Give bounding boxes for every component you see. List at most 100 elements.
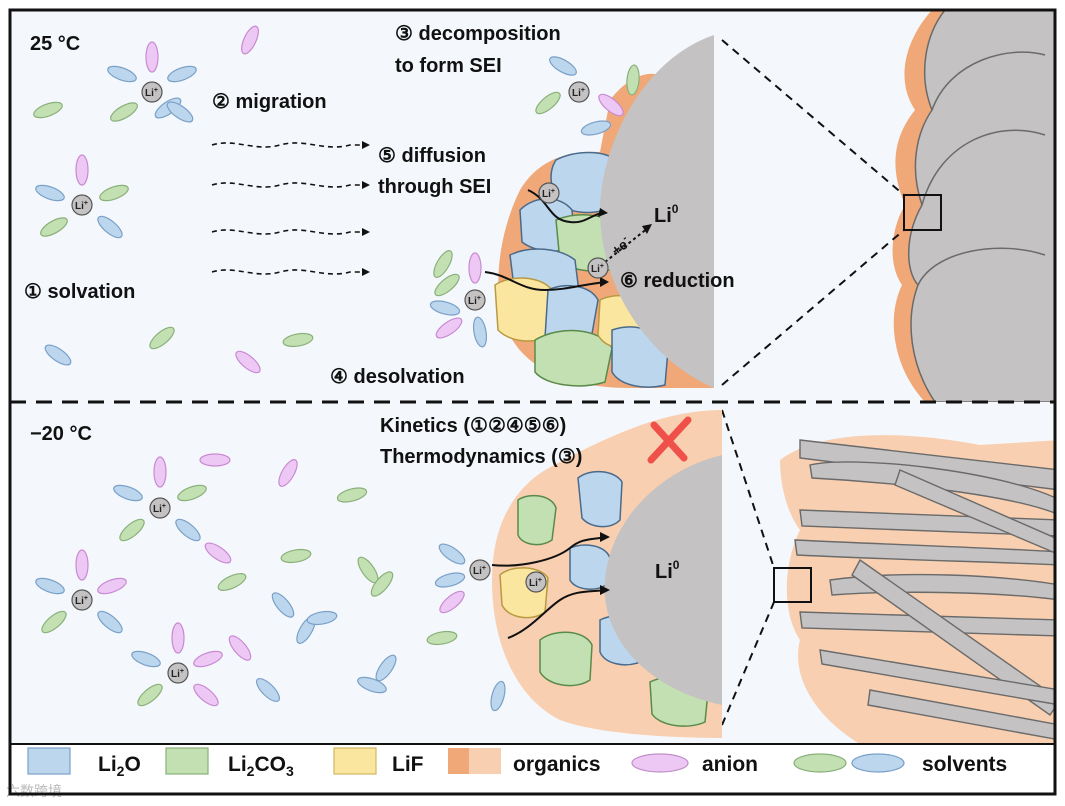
anion-molecule: [435, 317, 463, 339]
solvent-molecule: [280, 548, 312, 564]
top-zoom-box: [903, 194, 942, 231]
li-ion: Li+: [568, 81, 590, 103]
svg-text:Li+: Li+: [145, 87, 158, 99]
solvent-molecule: [175, 518, 201, 542]
solvent-molecule: [40, 217, 68, 237]
legend-label-solvents: solvents: [922, 753, 1007, 776]
solvent-molecule: [255, 677, 281, 703]
legend-swatch-li2co3: [165, 747, 209, 775]
solvent-molecule: [167, 65, 197, 83]
solvent-molecule: [99, 184, 129, 202]
label-reduction: ⑥ reduction: [620, 270, 735, 292]
svg-text:Li+: Li+: [153, 503, 166, 515]
li-ion: Li+: [71, 589, 93, 611]
li-ion: Li+: [149, 497, 171, 519]
solvent-molecule: [370, 571, 394, 597]
legend-swatch-solvent-green: [793, 753, 847, 773]
label-kinetics: Kinetics (①②④⑤⑥): [380, 415, 566, 437]
legend-swatch-lif: [333, 747, 377, 775]
li-ion: Li+: [587, 257, 609, 279]
label-decomposition: ③ decomposition: [395, 23, 561, 45]
legend-label-organics: organics: [513, 753, 601, 776]
solvent-molecule: [131, 650, 161, 668]
solvent-molecule: [535, 91, 561, 115]
legend-swatch-li2o: [27, 747, 71, 775]
solvent-molecule: [149, 326, 175, 350]
svg-text:Li+: Li+: [473, 565, 486, 577]
solvent-molecule: [33, 101, 63, 119]
li-ion: Li+: [464, 289, 486, 311]
solvent-molecule: [472, 316, 488, 348]
anion-molecule: [439, 590, 465, 614]
ions-layer: Li+Li+Li+Li+Li+Li+Li+Li+Li+Li+Li+: [71, 81, 609, 684]
anion-molecule: [468, 252, 482, 284]
bottom-li-metal-label: Li0: [655, 558, 680, 583]
solvent-molecule: [433, 250, 453, 278]
svg-text:Li+: Li+: [468, 295, 481, 307]
li-ion: Li+: [525, 571, 547, 593]
legend-swatch-organics-dark: [448, 748, 469, 774]
solvent-molecule: [110, 102, 138, 122]
svg-text:Li+: Li+: [591, 263, 604, 275]
anion-molecule: [241, 25, 259, 55]
solvent-molecule: [107, 65, 137, 83]
svg-text:Li+: Li+: [529, 577, 542, 589]
solvent-molecule: [426, 630, 458, 646]
label-solvation: ① solvation: [24, 281, 135, 303]
solvent-molecule: [438, 543, 466, 565]
solvent-molecule: [113, 484, 143, 502]
legend-label-lif: LiF: [392, 753, 424, 776]
fail-cross-icon: [647, 416, 692, 464]
anion-molecule: [75, 549, 89, 581]
li-ion: Li+: [71, 194, 93, 216]
solvent-molecule: [217, 573, 247, 591]
svg-text:Li+: Li+: [171, 668, 184, 680]
svg-text:Li+: Li+: [572, 87, 585, 99]
anion-molecule: [193, 650, 223, 668]
top-panel: [211, 10, 1055, 402]
solvent-molecule: [549, 56, 577, 76]
legend-label-li2o: Li2O: [98, 753, 141, 779]
solvent-molecule: [166, 101, 194, 123]
anion-molecule: [228, 635, 252, 661]
solvent-molecule: [137, 683, 163, 707]
anion-molecule: [598, 93, 624, 117]
solvent-molecule: [336, 487, 368, 503]
anion-molecule: [145, 41, 159, 73]
solvent-molecule: [490, 680, 506, 712]
legend-swatch-solvent-blue: [851, 753, 905, 773]
solvent-molecule: [44, 344, 72, 366]
electron-label: +e-: [608, 233, 634, 258]
legend-swatch-anion: [631, 753, 689, 773]
li-ion: Li+: [141, 81, 163, 103]
solvent-molecule: [282, 332, 314, 348]
solvent-molecule: [97, 215, 123, 239]
solvent-molecule: [97, 610, 123, 634]
solvent-molecule: [580, 120, 612, 136]
svg-text:Li+: Li+: [75, 200, 88, 212]
watermark: 六数跨境: [6, 783, 62, 799]
solvent-molecule: [41, 610, 67, 634]
label-through-sei: through SEI: [378, 176, 491, 198]
legend: [27, 747, 905, 775]
solvent-molecule: [434, 273, 460, 297]
anion-molecule: [193, 683, 219, 707]
top-magnified-sei: [892, 10, 1055, 402]
anion-molecule: [97, 577, 127, 595]
bottom-panel: [491, 409, 1055, 744]
solvent-molecule: [429, 300, 461, 316]
solvent-molecule: [177, 484, 207, 502]
solvent-molecule: [306, 610, 338, 626]
solvent-molecule: [434, 572, 466, 588]
solvent-molecule: [119, 518, 145, 542]
anion-molecule: [235, 350, 261, 374]
solvent-molecule: [35, 577, 65, 595]
li-ion: Li+: [469, 559, 491, 581]
bottom-lithium-metal: [604, 455, 722, 705]
migration-arrows: [211, 142, 362, 275]
anion-molecule: [278, 459, 298, 487]
bottom-zoom-box: [773, 567, 812, 603]
legend-label-li2co3: Li2CO3: [228, 753, 294, 779]
